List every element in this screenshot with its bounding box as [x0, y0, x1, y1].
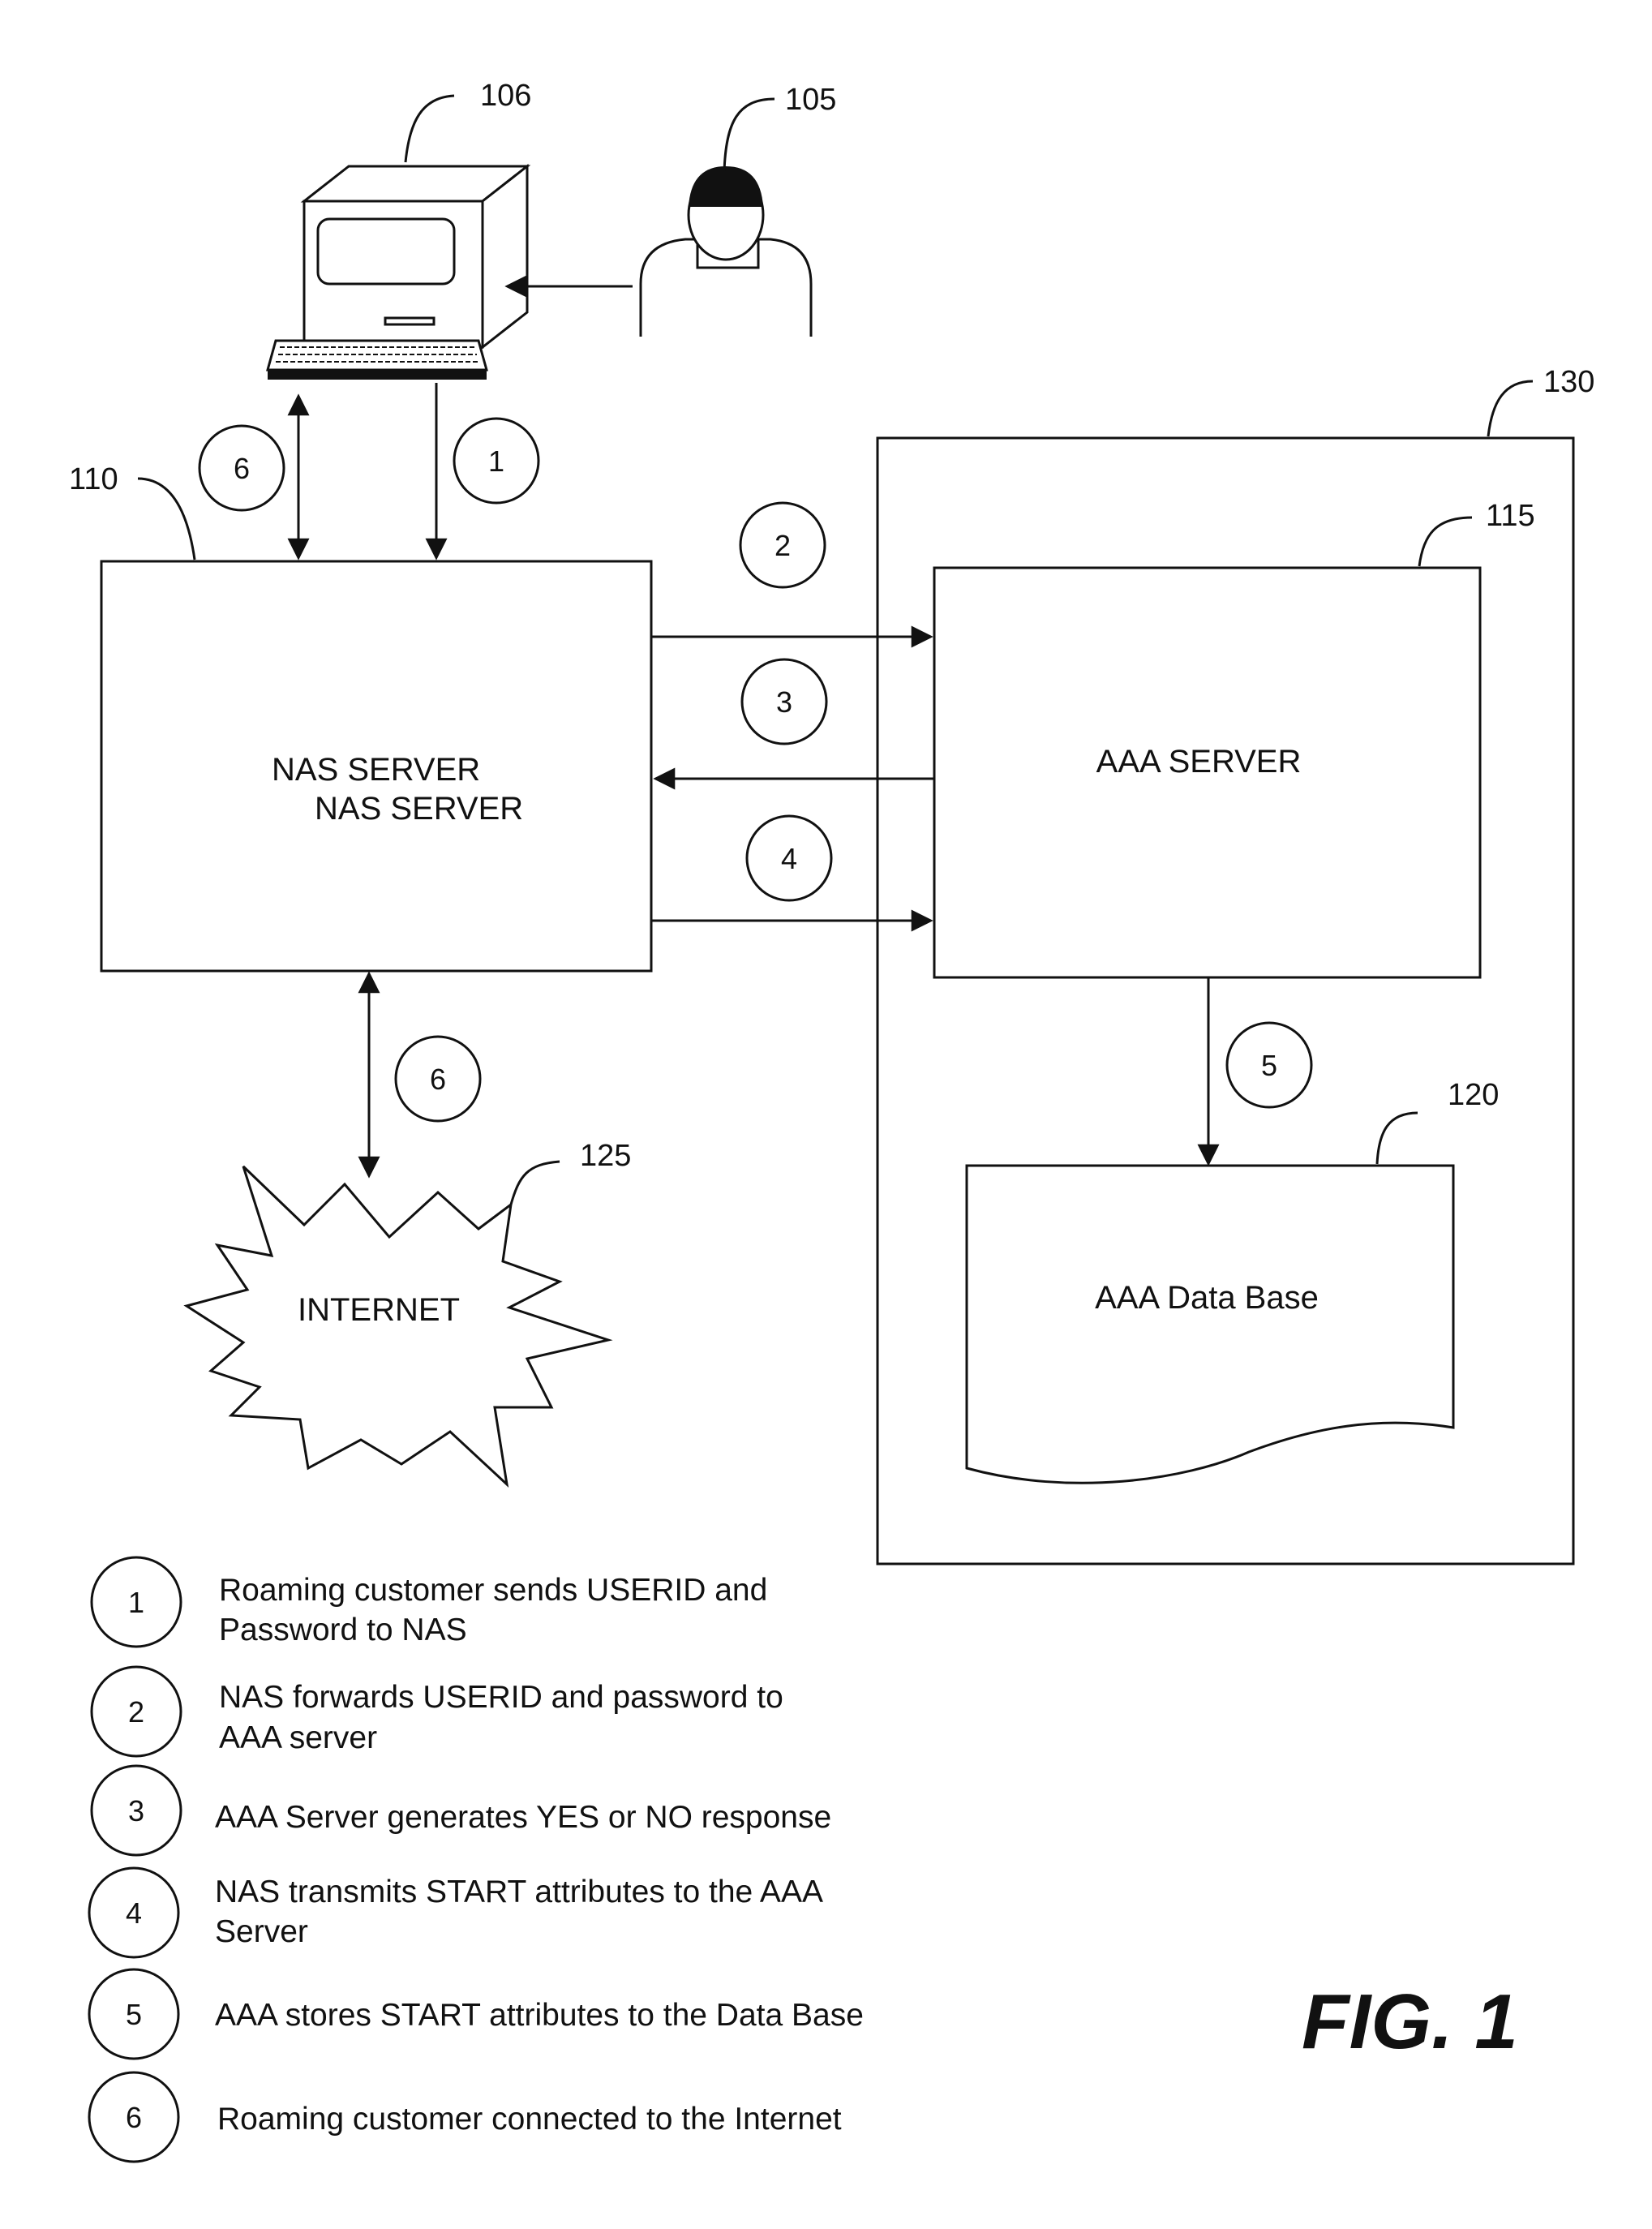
leader-110	[138, 479, 195, 560]
ref-120: 120	[1448, 1078, 1499, 1112]
legend-1-line-2: Password to NAS	[219, 1613, 467, 1647]
legend-3-line-1: AAA Server generates YES or NO response	[215, 1800, 831, 1835]
ref-110: 110	[69, 462, 118, 496]
leader-125	[511, 1162, 560, 1205]
ref-130: 130	[1543, 365, 1594, 399]
figure-label: FIG. 1	[1302, 1978, 1518, 2065]
legend-5-number: 5	[126, 1998, 142, 2031]
aaa-server-label: AAA SERVER	[1096, 744, 1302, 780]
internet-label: INTERNET	[298, 1292, 460, 1328]
user-icon	[641, 166, 811, 337]
ref-106: 106	[480, 79, 531, 113]
legend-5-line-1: AAA stores START attributes to the Data …	[215, 1998, 864, 2033]
step-1-number: 1	[488, 445, 504, 478]
leader-105	[724, 99, 775, 172]
computer-icon	[268, 166, 527, 380]
aaa-database-label: AAA Data Base	[1095, 1280, 1319, 1316]
ref-125: 125	[580, 1139, 631, 1173]
legend-6-line-1: Roaming customer connected to the Intern…	[217, 2102, 842, 2137]
legend-1-number: 1	[128, 1586, 144, 1619]
legend-6-number: 6	[126, 2101, 142, 2134]
legend-4-line-2: Server	[215, 1914, 308, 1949]
legend-3-number: 3	[128, 1794, 144, 1827]
legend-4-line-1: NAS transmits START attributes to the AA…	[215, 1875, 823, 1909]
step-2-number: 2	[775, 529, 791, 562]
step-4-number: 4	[781, 842, 797, 875]
legend: 1 Roaming customer sends USERID and Pass…	[89, 1557, 864, 2162]
legend-2-number: 2	[128, 1695, 144, 1729]
nas-server-label-2: NAS SERVER	[315, 791, 523, 827]
nas-server-label-1: NAS SERVER	[272, 752, 480, 788]
step-3-number: 3	[776, 685, 792, 719]
step-5-number: 5	[1261, 1049, 1277, 1082]
ref-115: 115	[1486, 499, 1535, 533]
legend-1-line-1: Roaming customer sends USERID and	[219, 1573, 767, 1608]
step-6-number-top: 6	[234, 452, 250, 485]
leader-106	[405, 96, 454, 162]
legend-2-line-2: AAA server	[219, 1720, 377, 1755]
legend-4-number: 4	[126, 1896, 142, 1930]
leader-130	[1488, 381, 1533, 436]
legend-2-line-1: NAS forwards USERID and password to	[219, 1680, 783, 1715]
step-6-number-bottom: 6	[430, 1063, 446, 1096]
ref-105: 105	[785, 83, 836, 117]
